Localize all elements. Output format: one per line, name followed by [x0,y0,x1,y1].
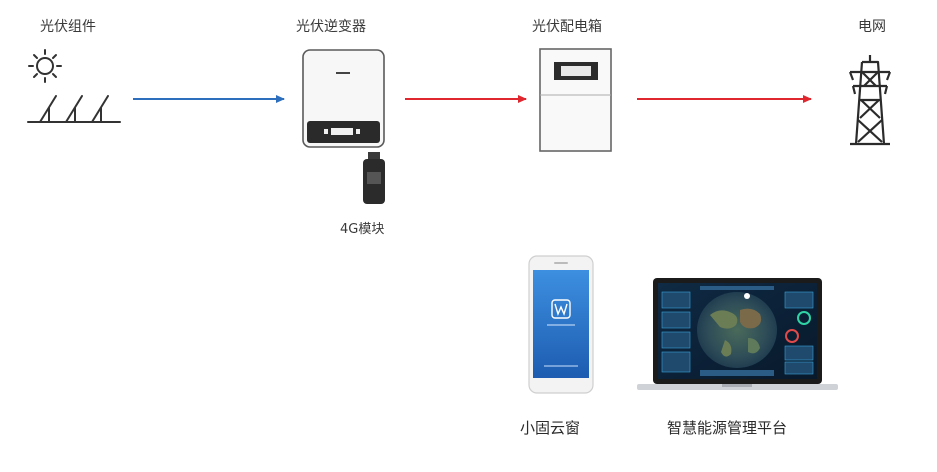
solar-panel-icon [27,49,121,123]
power-tower-icon [848,55,892,146]
inverter-icon [302,49,385,148]
grid-label: 电网 [858,19,886,35]
4g-dongle-icon [363,152,385,204]
laptop-icon [637,278,838,390]
pv-module-label: 光伏组件 [40,19,96,35]
platform-label: 智慧能源管理平台 [667,419,788,437]
smartphone-icon [528,255,594,394]
distribution-box-icon [539,48,612,152]
distribution-box-label: 光伏配电箱 [532,19,602,35]
inverter-label: 光伏逆变器 [296,19,366,35]
mobile-app-label: 小固云窗 [520,419,581,437]
module-4g-label: 4G模块 [340,222,385,237]
